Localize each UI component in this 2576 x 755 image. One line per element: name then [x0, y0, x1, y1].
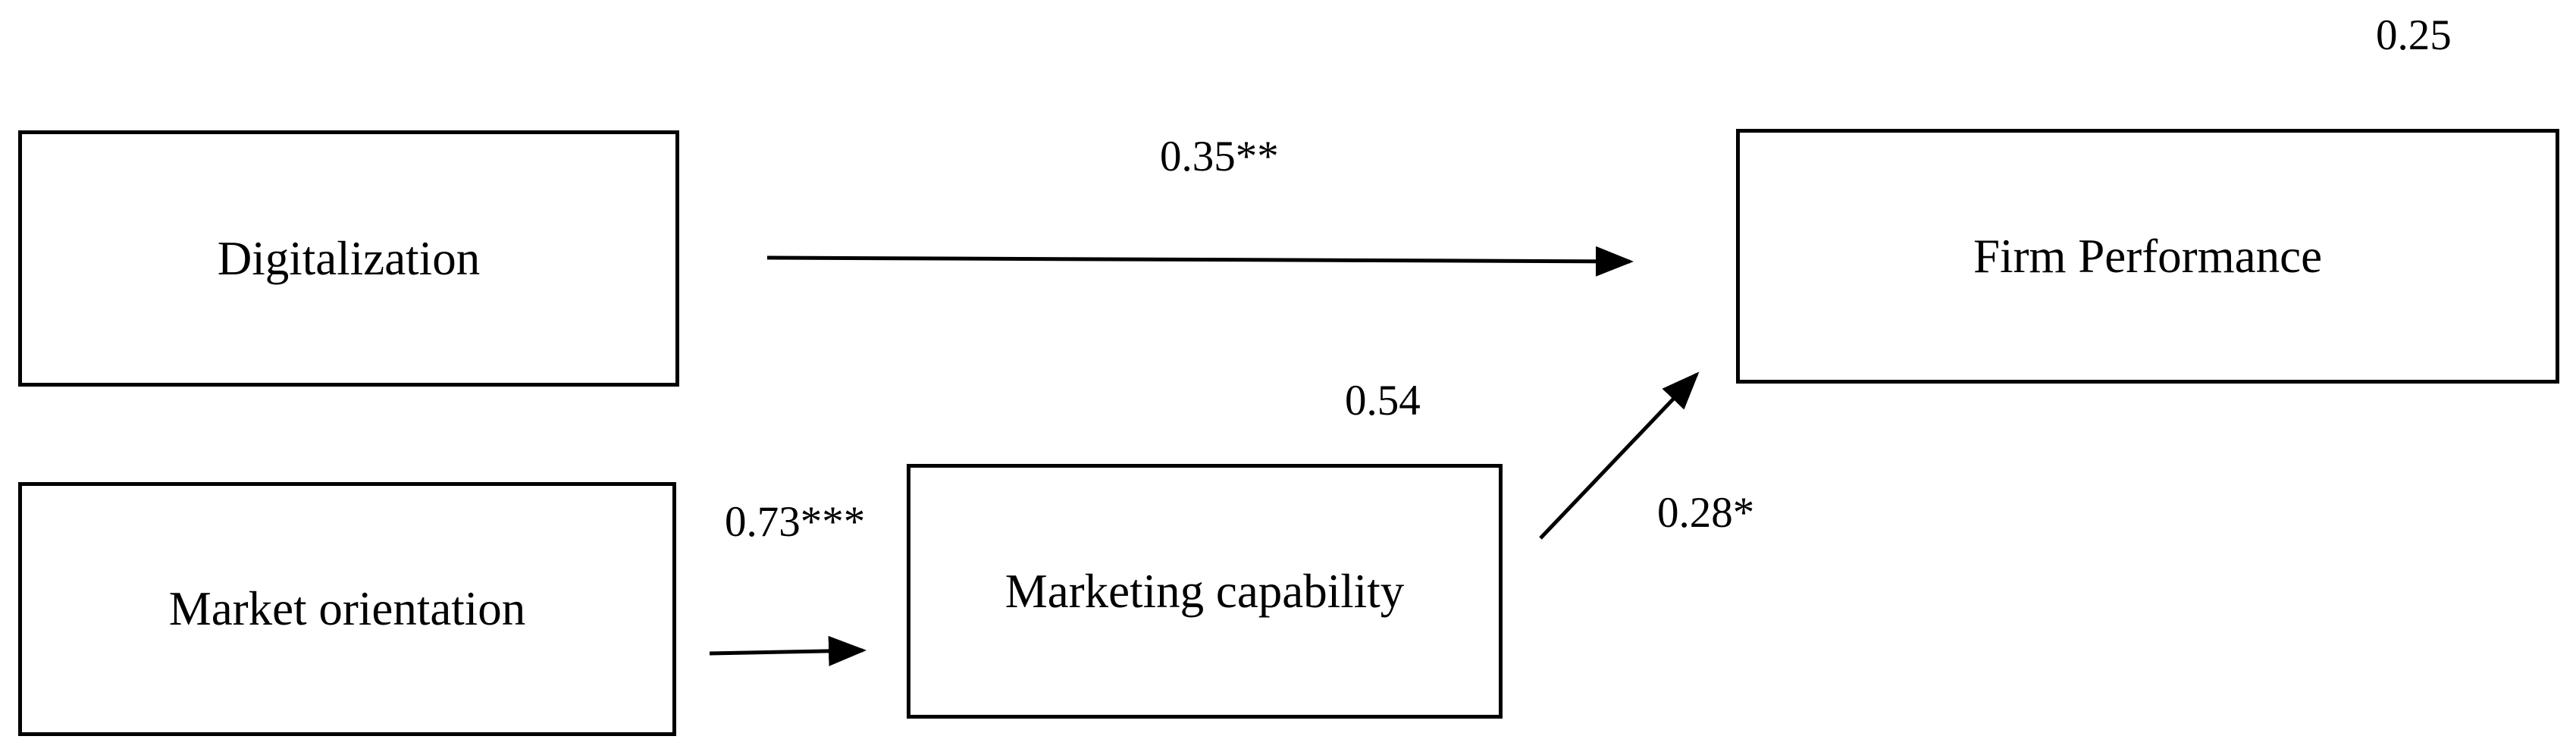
node-firm-performance: Firm Performance — [1736, 129, 2559, 384]
node-market-orientation-label: Market orientation — [168, 582, 526, 635]
coefficient-marketing-capability-to-firm-performance: 0.28* — [1657, 489, 1755, 537]
coefficient-market-orientation-to-marketing-capability: 0.73*** — [725, 498, 866, 546]
node-digitalization: Digitalization — [18, 130, 679, 387]
node-firm-performance-label: Firm Performance — [1973, 229, 2323, 283]
arrow-marketing-capability-to-firm-performance — [1539, 371, 1700, 540]
arrow-market-orientation-to-marketing-capability — [709, 635, 867, 666]
r-squared-firm-performance: 0.25 — [2376, 11, 2452, 59]
arrow-digitalization-to-firm-performance — [766, 246, 1634, 277]
r-squared-marketing-capability: 0.54 — [1345, 377, 1421, 424]
node-digitalization-label: Digitalization — [217, 231, 481, 285]
node-marketing-capability-label: Marketing capability — [1004, 564, 1405, 618]
coefficient-digitalization-to-firm-performance: 0.35** — [1160, 133, 1279, 180]
node-market-orientation: Market orientation — [18, 482, 676, 736]
node-marketing-capability: Marketing capability — [907, 464, 1503, 719]
